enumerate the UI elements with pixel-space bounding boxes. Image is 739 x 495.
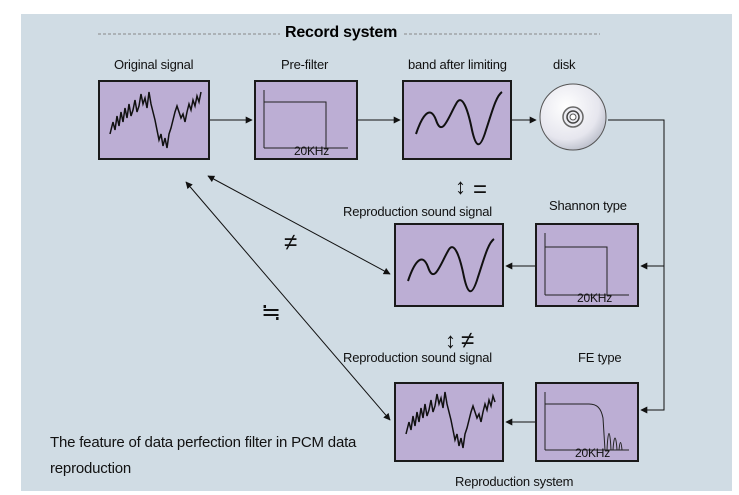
shannon-freq-label: 20KHz <box>577 291 613 305</box>
updown-arrow-icon-2: ↕ <box>445 328 456 353</box>
diagram-title: Record system <box>285 24 398 41</box>
fe-freq-label: 20KHz <box>575 446 611 460</box>
fe-filter-box: 20KHz <box>535 382 639 462</box>
reproduction-waveform-1 <box>407 238 495 293</box>
original-waveform <box>109 91 202 149</box>
approx-equal-sign: ≒ <box>261 299 282 326</box>
shannon-filter-box: 20KHz <box>535 223 639 307</box>
updown-arrow-icon-1: ↕ <box>455 174 466 199</box>
disk-label: disk <box>553 57 576 72</box>
original-signal-label: Original signal <box>114 57 194 72</box>
band-after-limiting-label: band after limiting <box>408 57 507 72</box>
fe-filter-graph <box>544 392 629 451</box>
fe-type-label: FE type <box>578 350 622 365</box>
reproduction-signal-box-1 <box>394 223 504 307</box>
reproduction-signal-label-1: Reproduction sound signal <box>343 204 492 219</box>
band-limited-waveform <box>415 91 503 146</box>
equal-sign: = <box>473 176 488 203</box>
not-equal-sign-1: ≠ <box>284 229 298 256</box>
pre-filter-graph <box>263 90 348 149</box>
reproduction-system-label: Reproduction system <box>455 474 574 489</box>
pre-filter-box: 20KHz <box>254 80 358 160</box>
pre-filter-label: Pre-filter <box>281 57 329 72</box>
reproduction-waveform-2 <box>405 391 496 449</box>
shannon-type-label: Shannon type <box>549 198 627 213</box>
band-limited-box <box>402 80 512 160</box>
original-signal-box <box>98 80 210 160</box>
disk-icon <box>539 83 607 151</box>
reproduction-signal-box-2 <box>394 382 504 462</box>
pre-filter-freq-label: 20KHz <box>294 144 330 158</box>
figure-caption: The feature of data perfection filter in… <box>50 434 357 477</box>
not-equal-sign-2: ≠ <box>461 327 475 354</box>
